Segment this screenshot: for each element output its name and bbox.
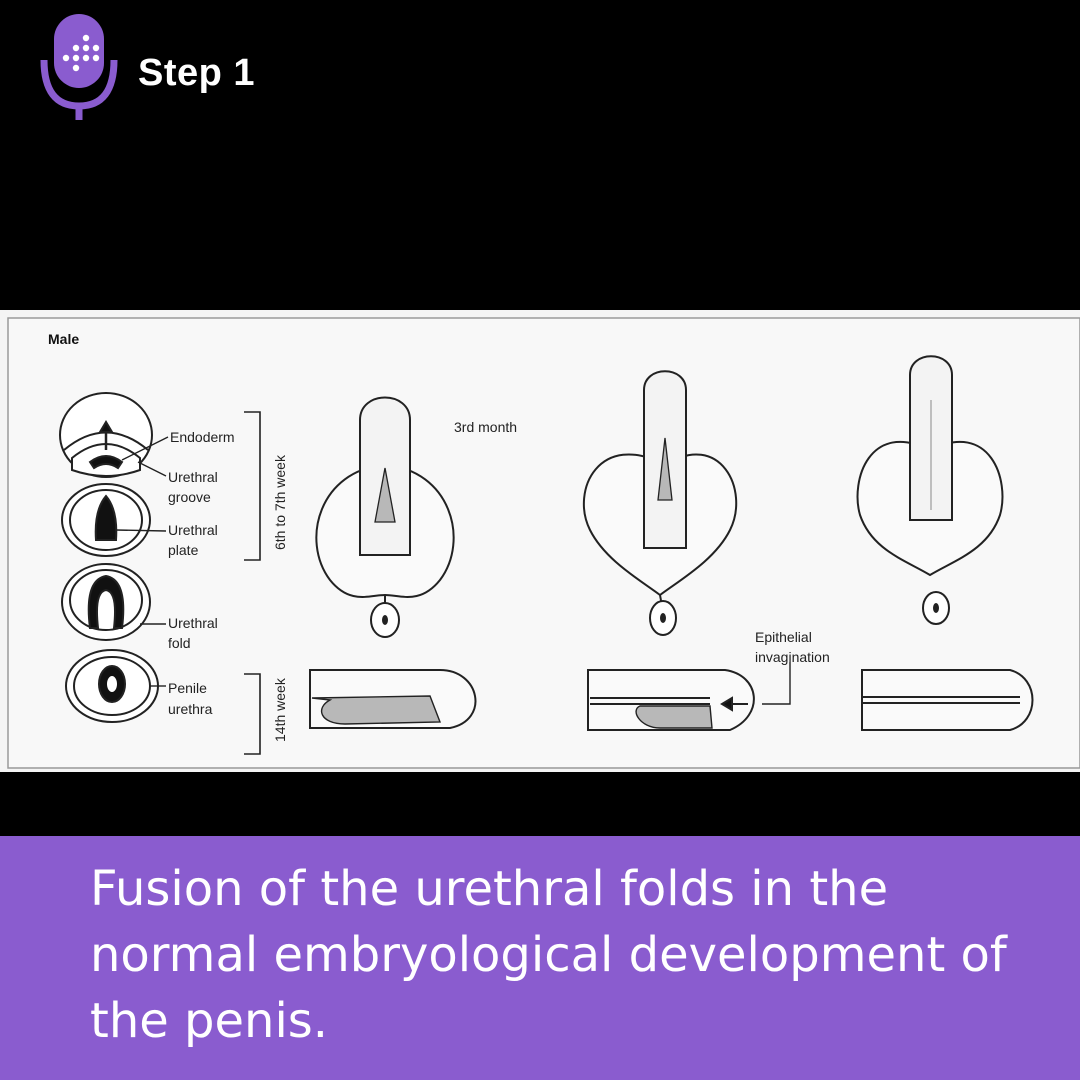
cross-section-penile-urethra (65, 649, 159, 723)
label-endoderm: Endoderm (170, 429, 235, 445)
caption-banner: Fusion of the urethral folds in the norm… (0, 836, 1080, 1080)
label-urethral-fold-2: fold (168, 635, 191, 651)
label-urethral-groove: Urethral (168, 469, 218, 485)
genital-stage-3 (856, 355, 1004, 625)
label-penile-urethra: Penile (168, 680, 207, 696)
caption-text: Fusion of the urethral folds in the norm… (90, 861, 1007, 1049)
label-urethral-fold: Urethral (168, 615, 218, 631)
longitudinal-section-2 (587, 669, 755, 731)
longitudinal-section-1 (309, 669, 477, 729)
label-urethral-groove-2: groove (168, 489, 211, 505)
label-penile-urethra-2: urethra (168, 701, 213, 717)
label-third-month: 3rd month (454, 419, 517, 435)
cross-section-urethral-plate (61, 483, 151, 557)
podcast-microphone-icon (40, 14, 118, 120)
label-invagination: invagination (755, 649, 830, 665)
label-urethral-plate: Urethral (168, 522, 218, 538)
male-label: Male (48, 331, 79, 347)
longitudinal-section-3 (861, 669, 1034, 731)
label-epithelial: Epithelial (755, 629, 812, 645)
week-range-14th: 14th week (272, 677, 288, 742)
label-urethral-plate-2: plate (168, 542, 199, 558)
week-range-6th-7th: 6th to 7th week (272, 454, 288, 550)
cross-section-endoderm (59, 392, 153, 478)
cross-section-urethral-fold (61, 563, 151, 641)
embryology-diagram: Male Endoderm Urethral groove Urethral p… (0, 310, 1080, 772)
genital-stage-2 (582, 370, 738, 636)
genital-stage-1 (315, 396, 455, 638)
step-title: Step 1 (138, 52, 256, 94)
